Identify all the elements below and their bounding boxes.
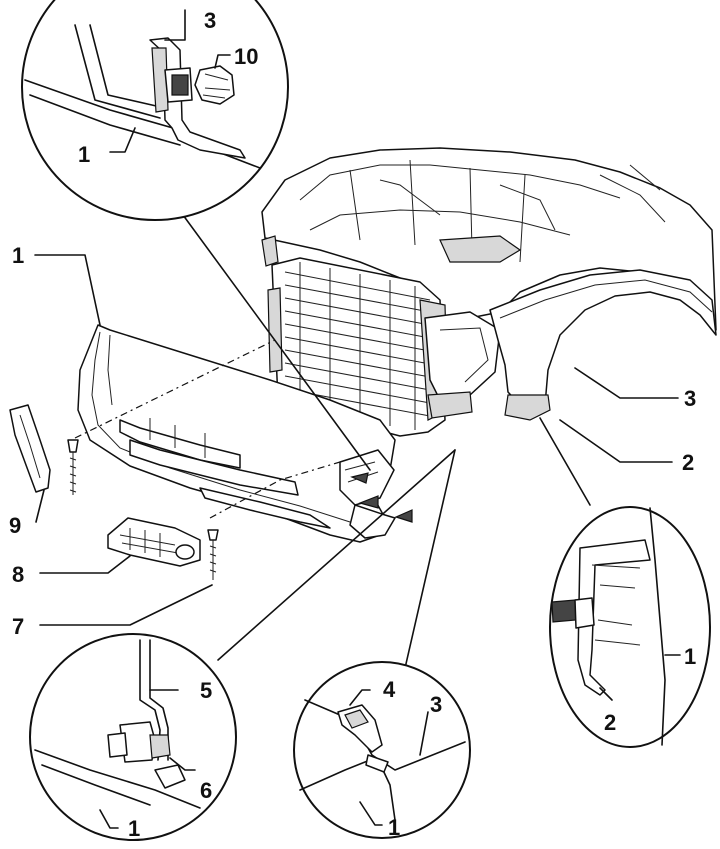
callout-main-2: 2 [682, 450, 694, 475]
callout-bl-5: 5 [200, 678, 212, 703]
callout-main-3: 3 [684, 386, 696, 411]
callout-right-2: 2 [604, 710, 616, 735]
callout-main-9: 9 [9, 513, 21, 538]
detail-circle-right [549, 506, 711, 748]
callout-labels: 3 10 1 1 9 8 7 3 2 1 2 5 6 1 4 3 1 [9, 8, 696, 841]
detail-circle-bottom-left [29, 633, 237, 841]
callout-top-1: 1 [78, 142, 90, 167]
car-body [261, 147, 717, 437]
bumper-cover [77, 324, 396, 543]
callout-bl-6: 6 [200, 778, 212, 803]
callout-bm-1: 1 [388, 815, 400, 840]
alignment-lines [74, 339, 341, 519]
detail-circle-bottom-mid [293, 661, 471, 839]
small-parts [9, 404, 413, 580]
callout-main-8: 8 [12, 562, 24, 587]
callout-main-1: 1 [12, 243, 24, 268]
trim-strip [9, 404, 51, 493]
detail-circle-top [21, 0, 289, 221]
screw [207, 529, 219, 541]
callout-bm-4: 4 [383, 677, 396, 702]
callout-bm-3: 3 [430, 692, 442, 717]
callout-right-1: 1 [684, 644, 696, 669]
callout-main-7: 7 [12, 614, 24, 639]
leader-lines [34, 169, 679, 691]
callout-top-10: 10 [234, 44, 258, 69]
callout-bl-1: 1 [128, 816, 140, 841]
callout-top-3: 3 [204, 8, 216, 33]
